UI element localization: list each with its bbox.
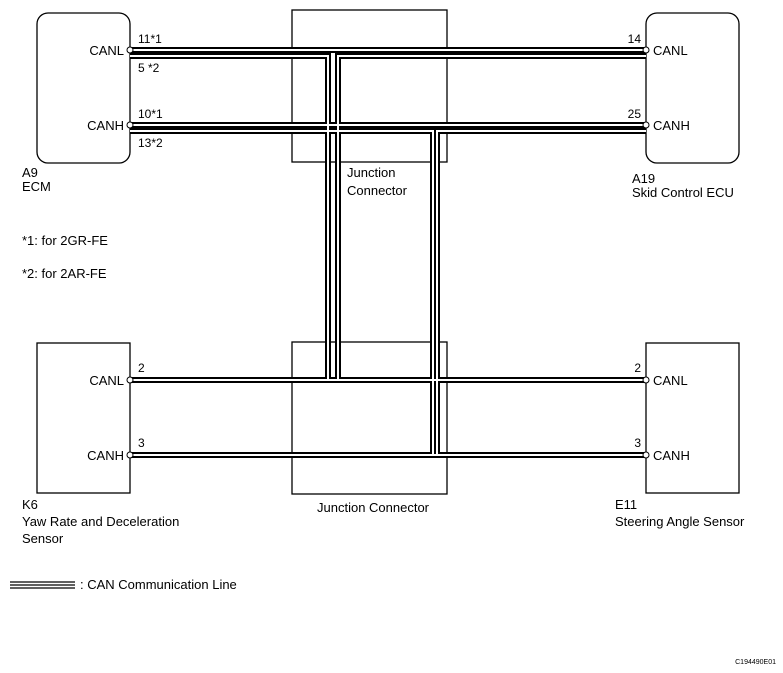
ecm-canh-pin	[126, 121, 134, 129]
junction-top-label-line1: Junction	[347, 165, 395, 180]
legend-line-symbol	[10, 581, 75, 589]
skid-canh-pin-number: 25	[628, 107, 642, 121]
figure-code: C194490E01	[735, 659, 776, 666]
note-1: *1: for 2GR-FE	[22, 233, 108, 248]
yaw-canl-label: CANL	[89, 373, 124, 388]
steer-code: E11	[615, 497, 637, 512]
ecm-box	[36, 12, 131, 164]
ecm-canl-pin-number-1: 11*1	[138, 32, 162, 46]
ecm-canh-pin-number-2: 13*2	[138, 136, 163, 150]
junction-top-label-line2: Connector	[347, 183, 408, 198]
steer-canl-pin-number: 2	[634, 361, 641, 375]
wire-canl-right-branch-core	[337, 55, 646, 380]
yaw-canh-pin	[126, 451, 134, 459]
yaw-canh-pin-number: 3	[138, 436, 145, 450]
steer-name: Steering Angle Sensor	[615, 514, 745, 529]
wire-canl-left-branch-core	[130, 55, 329, 380]
yaw-code: K6	[22, 497, 38, 512]
skid-canh-pin	[642, 121, 650, 129]
skid-canl-label: CANL	[653, 43, 688, 58]
wire-canh-right-branch	[434, 128, 646, 455]
ecm-name: ECM	[22, 179, 51, 194]
steer-canh-pin-number: 3	[634, 436, 641, 450]
steer-canh-pin	[642, 451, 650, 459]
legend-label: : CAN Communication Line	[80, 577, 237, 592]
yaw-name-line2: Sensor	[22, 531, 64, 546]
yaw-name-line1: Yaw Rate and Deceleration	[22, 514, 179, 529]
skid-code: A19	[632, 171, 655, 186]
yaw-canl-pin-number: 2	[138, 361, 145, 375]
skid-canl-pin	[642, 46, 650, 54]
ecm-canl-pin-number-2: 5 *2	[138, 61, 160, 75]
wire-canl-left-branch	[130, 53, 331, 380]
skid-control-ecu-box	[645, 12, 740, 164]
skid-canl-pin-number: 14	[628, 32, 642, 46]
skid-name: Skid Control ECU	[632, 185, 734, 200]
wire-canh-right-branch-core	[436, 130, 646, 455]
yaw-canh-label: CANH	[87, 448, 124, 463]
note-2: *2: for 2AR-FE	[22, 266, 107, 281]
ecm-code: A9	[22, 165, 38, 180]
steer-canl-pin	[642, 376, 650, 384]
steer-canh-label: CANH	[653, 448, 690, 463]
yaw-canl-pin	[126, 376, 134, 384]
ecm-canh-pin-number-1: 10*1	[138, 107, 163, 121]
skid-canh-label: CANH	[653, 118, 690, 133]
junction-connector-bottom-box	[291, 341, 448, 495]
ecm-canh-label: CANH	[87, 118, 124, 133]
ecm-canl-label: CANL	[89, 43, 124, 58]
can-lines	[130, 47, 646, 458]
yaw-rate-sensor-box	[36, 342, 131, 494]
ecm-canl-pin	[126, 46, 134, 54]
wire-canl-right-branch	[335, 53, 646, 380]
wire-canh-left-branch-core	[130, 130, 434, 455]
junction-bottom-label: Junction Connector	[317, 500, 430, 515]
steering-angle-sensor-box	[645, 342, 740, 494]
steer-canl-label: CANL	[653, 373, 688, 388]
junction-connector-top-box	[291, 9, 448, 163]
